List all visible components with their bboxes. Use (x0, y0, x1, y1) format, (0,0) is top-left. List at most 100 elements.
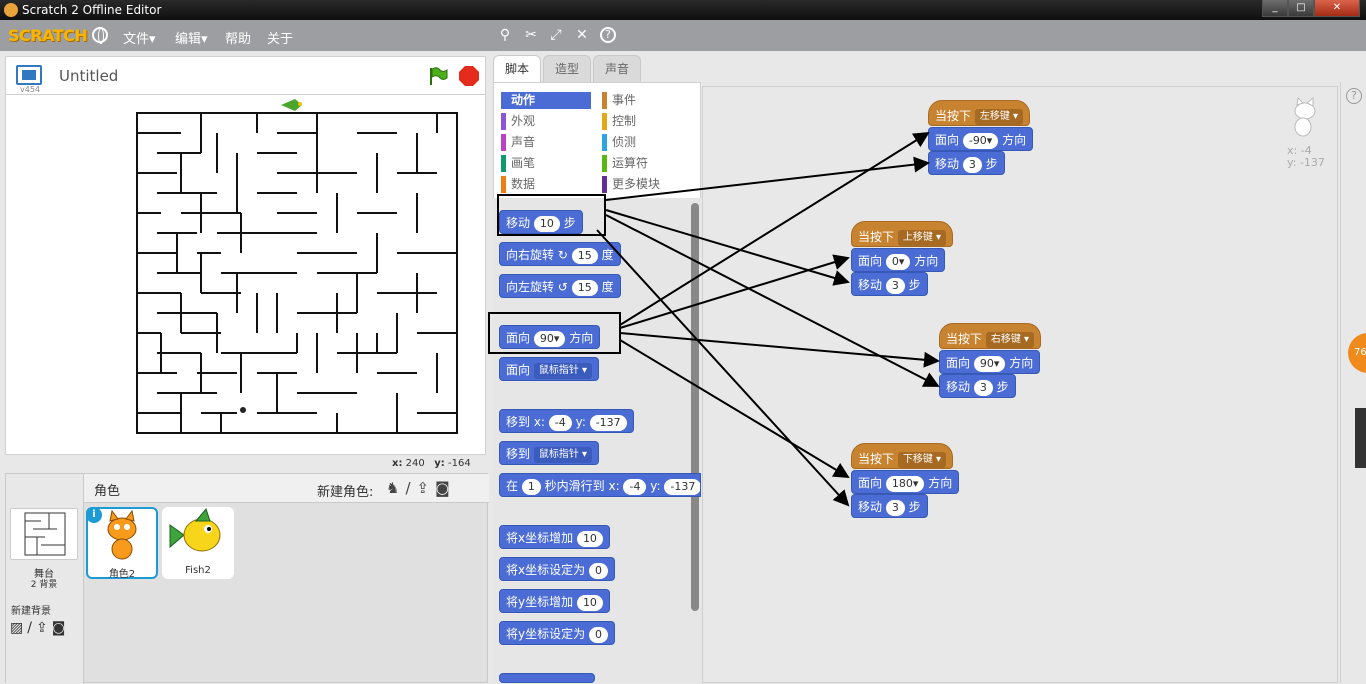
fish-sprite-icon[interactable] (281, 99, 302, 111)
category-more-blocks[interactable]: 更多模块 (602, 176, 692, 193)
project-title[interactable]: Untitled (59, 67, 119, 85)
minimize-button[interactable]: _ (1262, 0, 1288, 17)
fullscreen-icon[interactable] (16, 65, 42, 85)
scratch-logo[interactable]: SCRATCH (8, 26, 88, 45)
script-hat-left-key[interactable]: 当按下 左移键 ▾ (928, 100, 1031, 126)
sprite-thumb-cat[interactable]: i 角色2 (86, 507, 158, 580)
block-change-x[interactable]: 将x坐标增加 10 (499, 525, 610, 549)
green-flag-icon[interactable] (428, 66, 448, 86)
block-input[interactable]: 0▾ (885, 253, 911, 270)
block-move-steps[interactable]: 移动 10 步 (499, 210, 583, 234)
block-set-y[interactable]: 将y坐标设定为 0 (499, 621, 615, 645)
key-dropdown[interactable]: 左移键 ▾ (974, 108, 1024, 125)
category-events[interactable]: 事件 (602, 92, 692, 109)
delete-icon[interactable]: ✂ (525, 27, 537, 43)
cat-sprite-icon[interactable] (240, 407, 246, 413)
menu-edit[interactable]: 编辑▾ (175, 32, 208, 47)
paint-sprite-icon[interactable]: / (405, 479, 417, 497)
block-input[interactable]: 15 (571, 247, 598, 264)
menu-about[interactable]: 关于 (267, 32, 294, 47)
key-dropdown[interactable]: 右移键 ▾ (985, 331, 1035, 348)
block-input[interactable]: 1 (521, 478, 541, 495)
block-input[interactable]: -90▾ (962, 132, 999, 149)
block-input[interactable]: 90▾ (973, 355, 1006, 372)
category-motion[interactable]: 动作 (501, 92, 591, 109)
menu-file[interactable]: 文件▾ (123, 32, 156, 47)
block-dropdown[interactable]: 鼠标指针 ▾ (533, 446, 593, 463)
tab-scripts[interactable]: 脚本 (493, 55, 541, 84)
category-sound[interactable]: 声音 (501, 134, 591, 151)
camera-backdrop-icon[interactable]: ◙ (51, 620, 70, 636)
block-input[interactable]: 10 (576, 594, 603, 611)
stop-icon[interactable] (459, 66, 479, 86)
key-dropdown[interactable]: 上移键 ▾ (897, 229, 947, 246)
shrink-icon[interactable]: ✕ (576, 27, 588, 43)
script-hat-up-key[interactable]: 当按下 上移键 ▾ (851, 221, 954, 247)
block-point-towards[interactable]: 面向 鼠标指针 ▾ (499, 357, 600, 381)
block-input[interactable]: 10 (576, 530, 603, 547)
help-icon[interactable]: ? (1346, 88, 1362, 104)
upload-backdrop-icon[interactable]: ⇪ (35, 620, 52, 636)
sprite-thumb-fish[interactable]: Fish2 (162, 507, 234, 579)
block-partial[interactable] (499, 673, 595, 683)
tab-costumes[interactable]: 造型 (543, 55, 591, 83)
scripts-area[interactable]: x: -4 y: -137 (702, 86, 1338, 683)
category-sensing[interactable]: 侦测 (602, 134, 692, 151)
script-point-direction[interactable]: 面向 180▾ 方向 (851, 470, 960, 494)
block-glide[interactable]: 在 1 秒内滑行到 x: -4 y: -137 (499, 473, 701, 497)
block-input[interactable]: 3 (962, 156, 982, 173)
block-input[interactable]: 3 (973, 379, 993, 396)
help-icon[interactable]: ? (600, 27, 616, 43)
stage-thumbnail[interactable] (10, 508, 78, 560)
info-icon[interactable]: i (86, 507, 102, 523)
backdrop-library-icon[interactable]: ▨ (10, 620, 28, 636)
block-input[interactable]: 180▾ (885, 475, 925, 492)
script-move-steps[interactable]: 移动 3 步 (928, 151, 1005, 175)
category-control[interactable]: 控制 (602, 113, 692, 130)
block-set-x[interactable]: 将x坐标设定为 0 (499, 557, 615, 581)
script-hat-down-key[interactable]: 当按下 下移键 ▾ (851, 443, 954, 469)
duplicate-icon[interactable]: ⚲ (499, 27, 511, 43)
block-input[interactable]: -4 (548, 414, 572, 431)
script-point-direction[interactable]: 面向 0▾ 方向 (851, 248, 946, 272)
script-hat-right-key[interactable]: 当按下 右移键 ▾ (939, 323, 1042, 349)
block-input[interactable]: -4 (623, 478, 647, 495)
palette-scrollbar[interactable] (691, 203, 699, 611)
block-input[interactable]: -137 (664, 478, 700, 495)
script-move-steps[interactable]: 移动 3 步 (939, 374, 1016, 398)
block-input[interactable]: 3 (885, 499, 905, 516)
grow-icon[interactable]: ⤢ (550, 27, 562, 43)
menu-help[interactable]: 帮助 (225, 32, 252, 47)
block-input[interactable]: 15 (571, 279, 598, 296)
script-point-direction[interactable]: 面向 90▾ 方向 (939, 350, 1041, 374)
script-point-direction[interactable]: 面向 -90▾ 方向 (928, 127, 1034, 151)
block-change-y[interactable]: 将y坐标增加 10 (499, 589, 610, 613)
close-button[interactable]: ✕ (1314, 0, 1360, 17)
category-pen[interactable]: 画笔 (501, 155, 591, 172)
block-input[interactable]: 0 (588, 562, 608, 579)
category-operators[interactable]: 运算符 (602, 155, 692, 172)
block-turn-right[interactable]: 向右旋转 ↻ 15 度 (499, 242, 621, 266)
camera-sprite-icon[interactable]: ◙ (435, 479, 456, 497)
maximize-button[interactable]: □ (1288, 0, 1314, 17)
block-input[interactable]: 10 (533, 215, 560, 232)
block-goto[interactable]: 移到 鼠标指针 ▾ (499, 441, 600, 465)
block-dropdown[interactable]: 鼠标指针 ▾ (533, 362, 593, 379)
category-looks[interactable]: 外观 (501, 113, 591, 130)
stage-canvas[interactable] (5, 94, 486, 455)
script-move-steps[interactable]: 移动 3 步 (851, 494, 928, 518)
tab-sounds[interactable]: 声音 (593, 55, 641, 83)
block-goto-xy[interactable]: 移到 x: -4 y: -137 (499, 409, 634, 433)
sprite-library-icon[interactable]: ♞ (386, 479, 406, 497)
block-input[interactable]: 3 (885, 277, 905, 294)
block-point-direction[interactable]: 面向 90▾ 方向 (499, 325, 601, 349)
key-dropdown[interactable]: 下移键 ▾ (897, 451, 947, 468)
block-turn-left[interactable]: 向左旋转 ↺ 15 度 (499, 274, 621, 298)
script-move-steps[interactable]: 移动 3 步 (851, 272, 928, 296)
block-input[interactable]: 90▾ (533, 330, 566, 347)
block-input[interactable]: -137 (589, 414, 627, 431)
paint-backdrop-icon[interactable]: / (27, 620, 36, 636)
language-globe-icon[interactable] (92, 27, 108, 44)
upload-sprite-icon[interactable]: ⇪ (416, 479, 436, 497)
category-data[interactable]: 数据 (501, 176, 591, 193)
